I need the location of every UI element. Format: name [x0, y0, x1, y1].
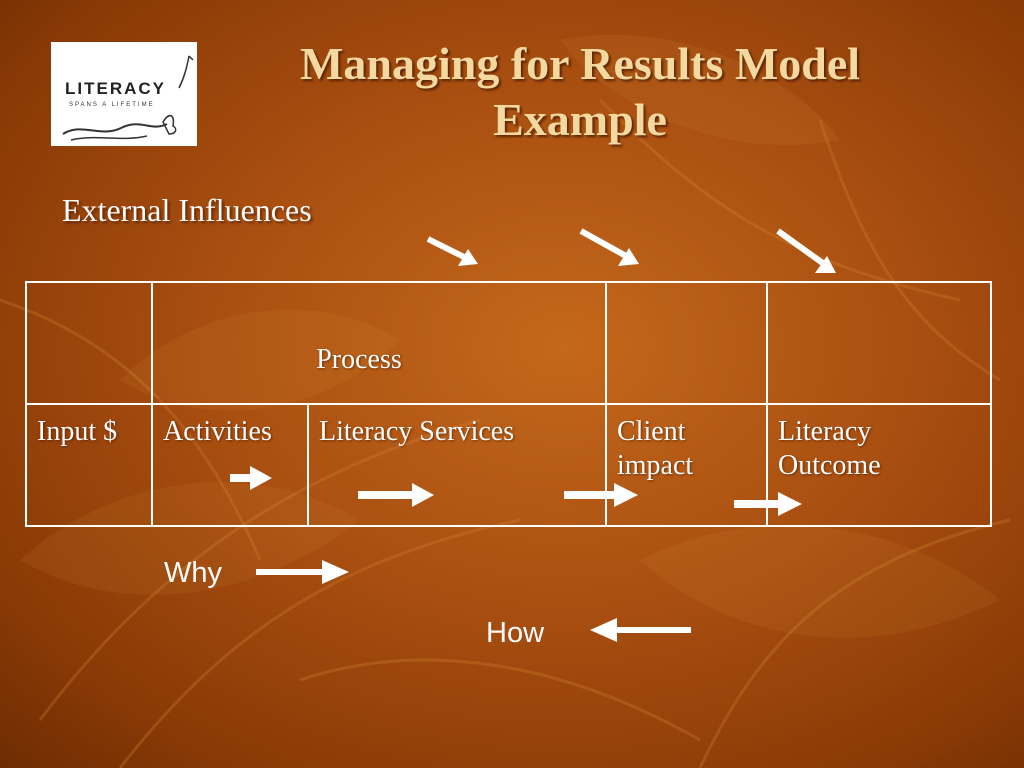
flow-arrow-4 — [734, 492, 802, 516]
how-label: How — [486, 617, 545, 649]
table-cell-empty — [766, 281, 992, 405]
flow-arrow-3 — [564, 483, 638, 507]
external-arrow-1 — [426, 236, 478, 266]
flow-arrow-2 — [358, 483, 434, 507]
cell-literacy-services: Literacy Services — [307, 403, 607, 527]
svg-text:LITERACY: LITERACY — [65, 79, 166, 98]
flow-arrow-1 — [230, 466, 272, 490]
table-cell-empty — [605, 281, 768, 405]
process-cell: Process — [151, 281, 607, 405]
table-cell-empty — [25, 281, 153, 405]
literacy-logo-graphic: LITERACY SPANS A LIFETIME — [62, 55, 194, 141]
why-label: Why — [164, 557, 222, 589]
results-model-table: Process Input $ Activities Literacy Serv… — [25, 281, 992, 527]
external-influences-label: External Influences — [62, 192, 312, 228]
external-arrow-2 — [579, 228, 639, 266]
svg-text:SPANS A LIFETIME: SPANS A LIFETIME — [69, 102, 155, 108]
literacy-logo: LITERACY SPANS A LIFETIME — [51, 42, 197, 146]
external-arrow-3 — [776, 228, 836, 273]
how-arrow — [590, 618, 691, 642]
slide-title: Managing for Results Model Example — [299, 38, 861, 145]
cell-input: Input $ — [25, 403, 153, 527]
cell-activities: Activities — [151, 403, 309, 527]
cell-literacy-outcome: Literacy Outcome — [766, 403, 992, 527]
why-arrow — [256, 560, 349, 584]
process-label: Process — [316, 344, 402, 375]
